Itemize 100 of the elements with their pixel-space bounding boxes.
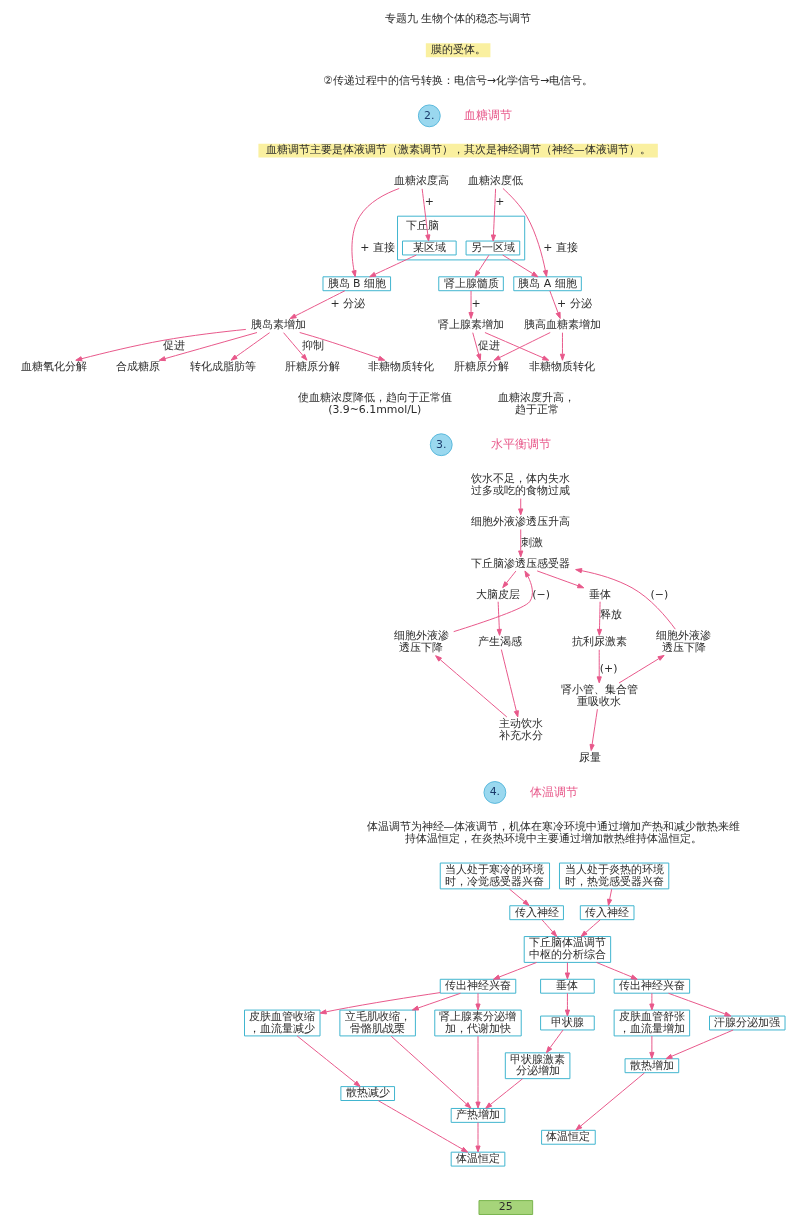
arrow [474,1035,481,1109]
node-box: 传入神经 [579,905,634,921]
node-box: 甲状腺 [539,1015,595,1031]
arrow [574,568,676,630]
arrow [580,919,601,937]
arrow [559,332,565,361]
arrow [574,1072,645,1131]
node-text: 血糖浓度低 [467,174,523,188]
arrow [501,187,548,278]
node-circle: 4. [482,781,506,804]
node-box: 胰岛 A 细胞 [512,276,582,292]
arrow [484,1078,523,1109]
node-box: 皮肤血管收缩，血流量减少 [243,1009,320,1037]
arrow [492,961,537,980]
node-box: 下丘脑体温调节中枢的分析综合 [523,936,611,963]
arrow [667,992,731,1017]
edge-label: (−) [531,587,550,601]
arrow [501,254,538,278]
arrow [564,992,570,1017]
arrow [508,888,529,906]
node-text: 细胞外液渗透压下降 [393,629,449,655]
arrow [496,601,502,636]
label: ②传递过程中的信号转换：电信号→化学信号→电信号。 [322,73,593,87]
arrow [548,290,561,319]
edge-label: + [470,297,481,311]
node-text: 细胞外液渗透压下降 [655,629,711,655]
arrow [319,992,441,1015]
node-box: 垂体 [539,978,595,994]
node-text: 主动饮水补充水分 [498,716,543,742]
arrow [648,1035,654,1059]
edge-label: + 分泌 [330,297,365,311]
arrow [517,528,523,558]
node-text: 抗利尿激素 [571,635,627,649]
node-text: 尿量 [578,750,601,764]
arrow [517,498,523,516]
edge-label: 抑制 [301,339,324,353]
arrow [536,570,584,589]
arrow [483,332,549,361]
node-box: 当人处于炎热的环境时，热觉感受器兴奋 [558,862,669,890]
label: 血糖调节 [463,107,512,122]
node-box: 散热减少 [339,1086,395,1101]
arrow [595,961,638,980]
node-box: 肾上腺素分泌增加，代谢加快 [433,1009,522,1037]
node-box: 传出神经兴奋 [439,978,516,994]
edge-label: 促进 [162,339,185,353]
arrow [350,187,400,278]
edge-label: + 直接 [542,240,578,254]
node-text: 肾小管、集合管重吸收水 [560,682,638,708]
arrow [390,1035,471,1109]
arrow [298,332,385,361]
arrow [618,654,665,684]
node-box: 甲状腺激素分泌增加 [504,1052,570,1080]
arrow [74,328,246,362]
arrow [665,1029,734,1060]
edge-label: + 直接 [359,240,395,254]
node-text: 产生渴感 [477,635,522,649]
node-text: 大脑皮层 [475,587,520,601]
arrow [648,992,654,1011]
node-text: 胰岛素增加 [250,318,306,332]
edge-label: + [424,195,434,209]
node-text: 非糖物质转化 [528,360,595,374]
arrow [589,708,598,751]
label: 水平衡调节 [490,436,551,451]
node-box: 25 [478,1200,533,1215]
arrow [289,290,345,320]
node-text: 胰高血糖素增加 [523,318,601,332]
label: 膜的受体。 [430,43,486,57]
node-text: 肝糖原分解 [453,360,509,374]
label: 体温调节为神经—体液调节，机体在寒冷环境中通过增加产热和减少散热来维持体温恒定，在炎热环境中主要通过增加散热维持体温恒定。 [366,820,740,845]
edge-label: (+) [599,662,617,676]
arrow [474,254,489,278]
arrow [490,188,496,242]
arrow [434,655,507,718]
arrow [471,332,481,361]
node-circle: 3. [429,433,453,457]
node-box: 体温恒定 [540,1129,596,1145]
arrow [596,601,602,636]
label: 体温调节 [529,784,578,799]
node-box: 皮肤血管舒张，血流量增加 [613,1009,690,1037]
label: 专题九 生物个体的稳态与调节 [384,12,531,26]
arrow [411,992,461,1011]
node-box: 另一区域 [465,240,520,256]
arrow [545,1029,563,1054]
arrow [501,570,516,589]
label: 血糖浓度升高，趋于正常 [497,390,575,416]
edge-label: (−) [650,587,668,601]
arrow [282,332,307,361]
node-box: 立毛肌收缩，骨骼肌战栗 [338,1009,416,1037]
arrow [158,332,257,362]
node-text: 细胞外液渗透压升高 [470,515,570,529]
arrow [296,1035,361,1087]
node-box: 肾上腺髓质 [437,276,504,292]
arrow [500,649,519,718]
arrow [230,332,270,361]
arrow [421,188,430,242]
node-box: 散热增加 [624,1058,679,1074]
node-text: 下丘脑渗透压感受器 [470,556,570,570]
node-text: 血糖氧化分解 [20,360,87,374]
node-text: 饮水不足，体内失水过多或吃的食物过咸 [470,472,570,498]
node-text: 非糖物质转化 [367,360,434,374]
